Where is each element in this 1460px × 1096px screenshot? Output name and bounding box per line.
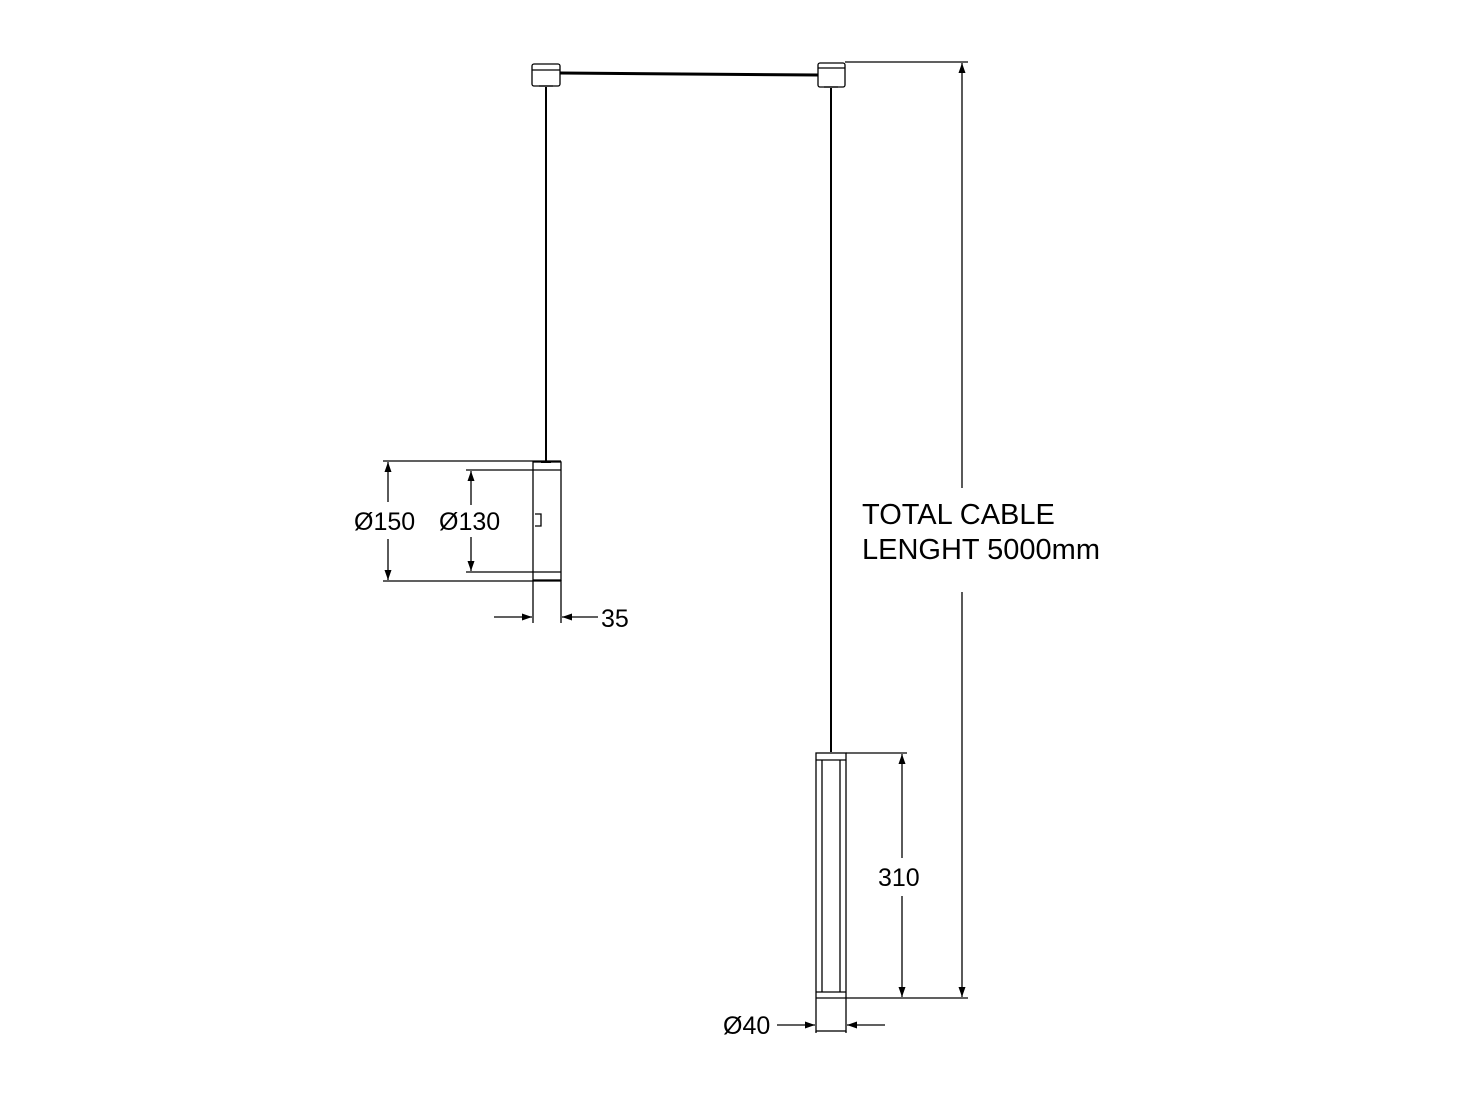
cable-length-note-line1: TOTAL CABLE — [862, 499, 1055, 531]
tube-diameter-label: Ø40 — [723, 1012, 770, 1040]
disc-luminaire — [532, 461, 562, 581]
ceiling-rail — [558, 71, 820, 77]
outer-diameter-dimension — [383, 460, 561, 582]
inner-diameter-label: Ø130 — [439, 508, 500, 536]
tube-luminaire — [815, 752, 847, 1032]
tube-height-dimension — [846, 752, 968, 999]
tube-height-label: 310 — [878, 864, 920, 892]
shade-depth-dimension — [494, 580, 598, 623]
shade-depth-label: 35 — [601, 605, 629, 633]
right-ceiling-canopy — [817, 62, 846, 88]
total-cable-length-dimension — [845, 61, 968, 997]
outer-diameter-label: Ø150 — [354, 508, 415, 536]
cable-length-note-line2: LENGHT 5000mm — [862, 534, 1100, 566]
ceiling-fixture — [531, 62, 846, 88]
tube-diameter-dimension — [777, 1021, 885, 1033]
cable-length-note: TOTAL CABLE LENGHT 5000mm — [862, 499, 1100, 566]
left-ceiling-canopy — [531, 63, 561, 87]
inner-diameter-dimension — [466, 469, 533, 573]
